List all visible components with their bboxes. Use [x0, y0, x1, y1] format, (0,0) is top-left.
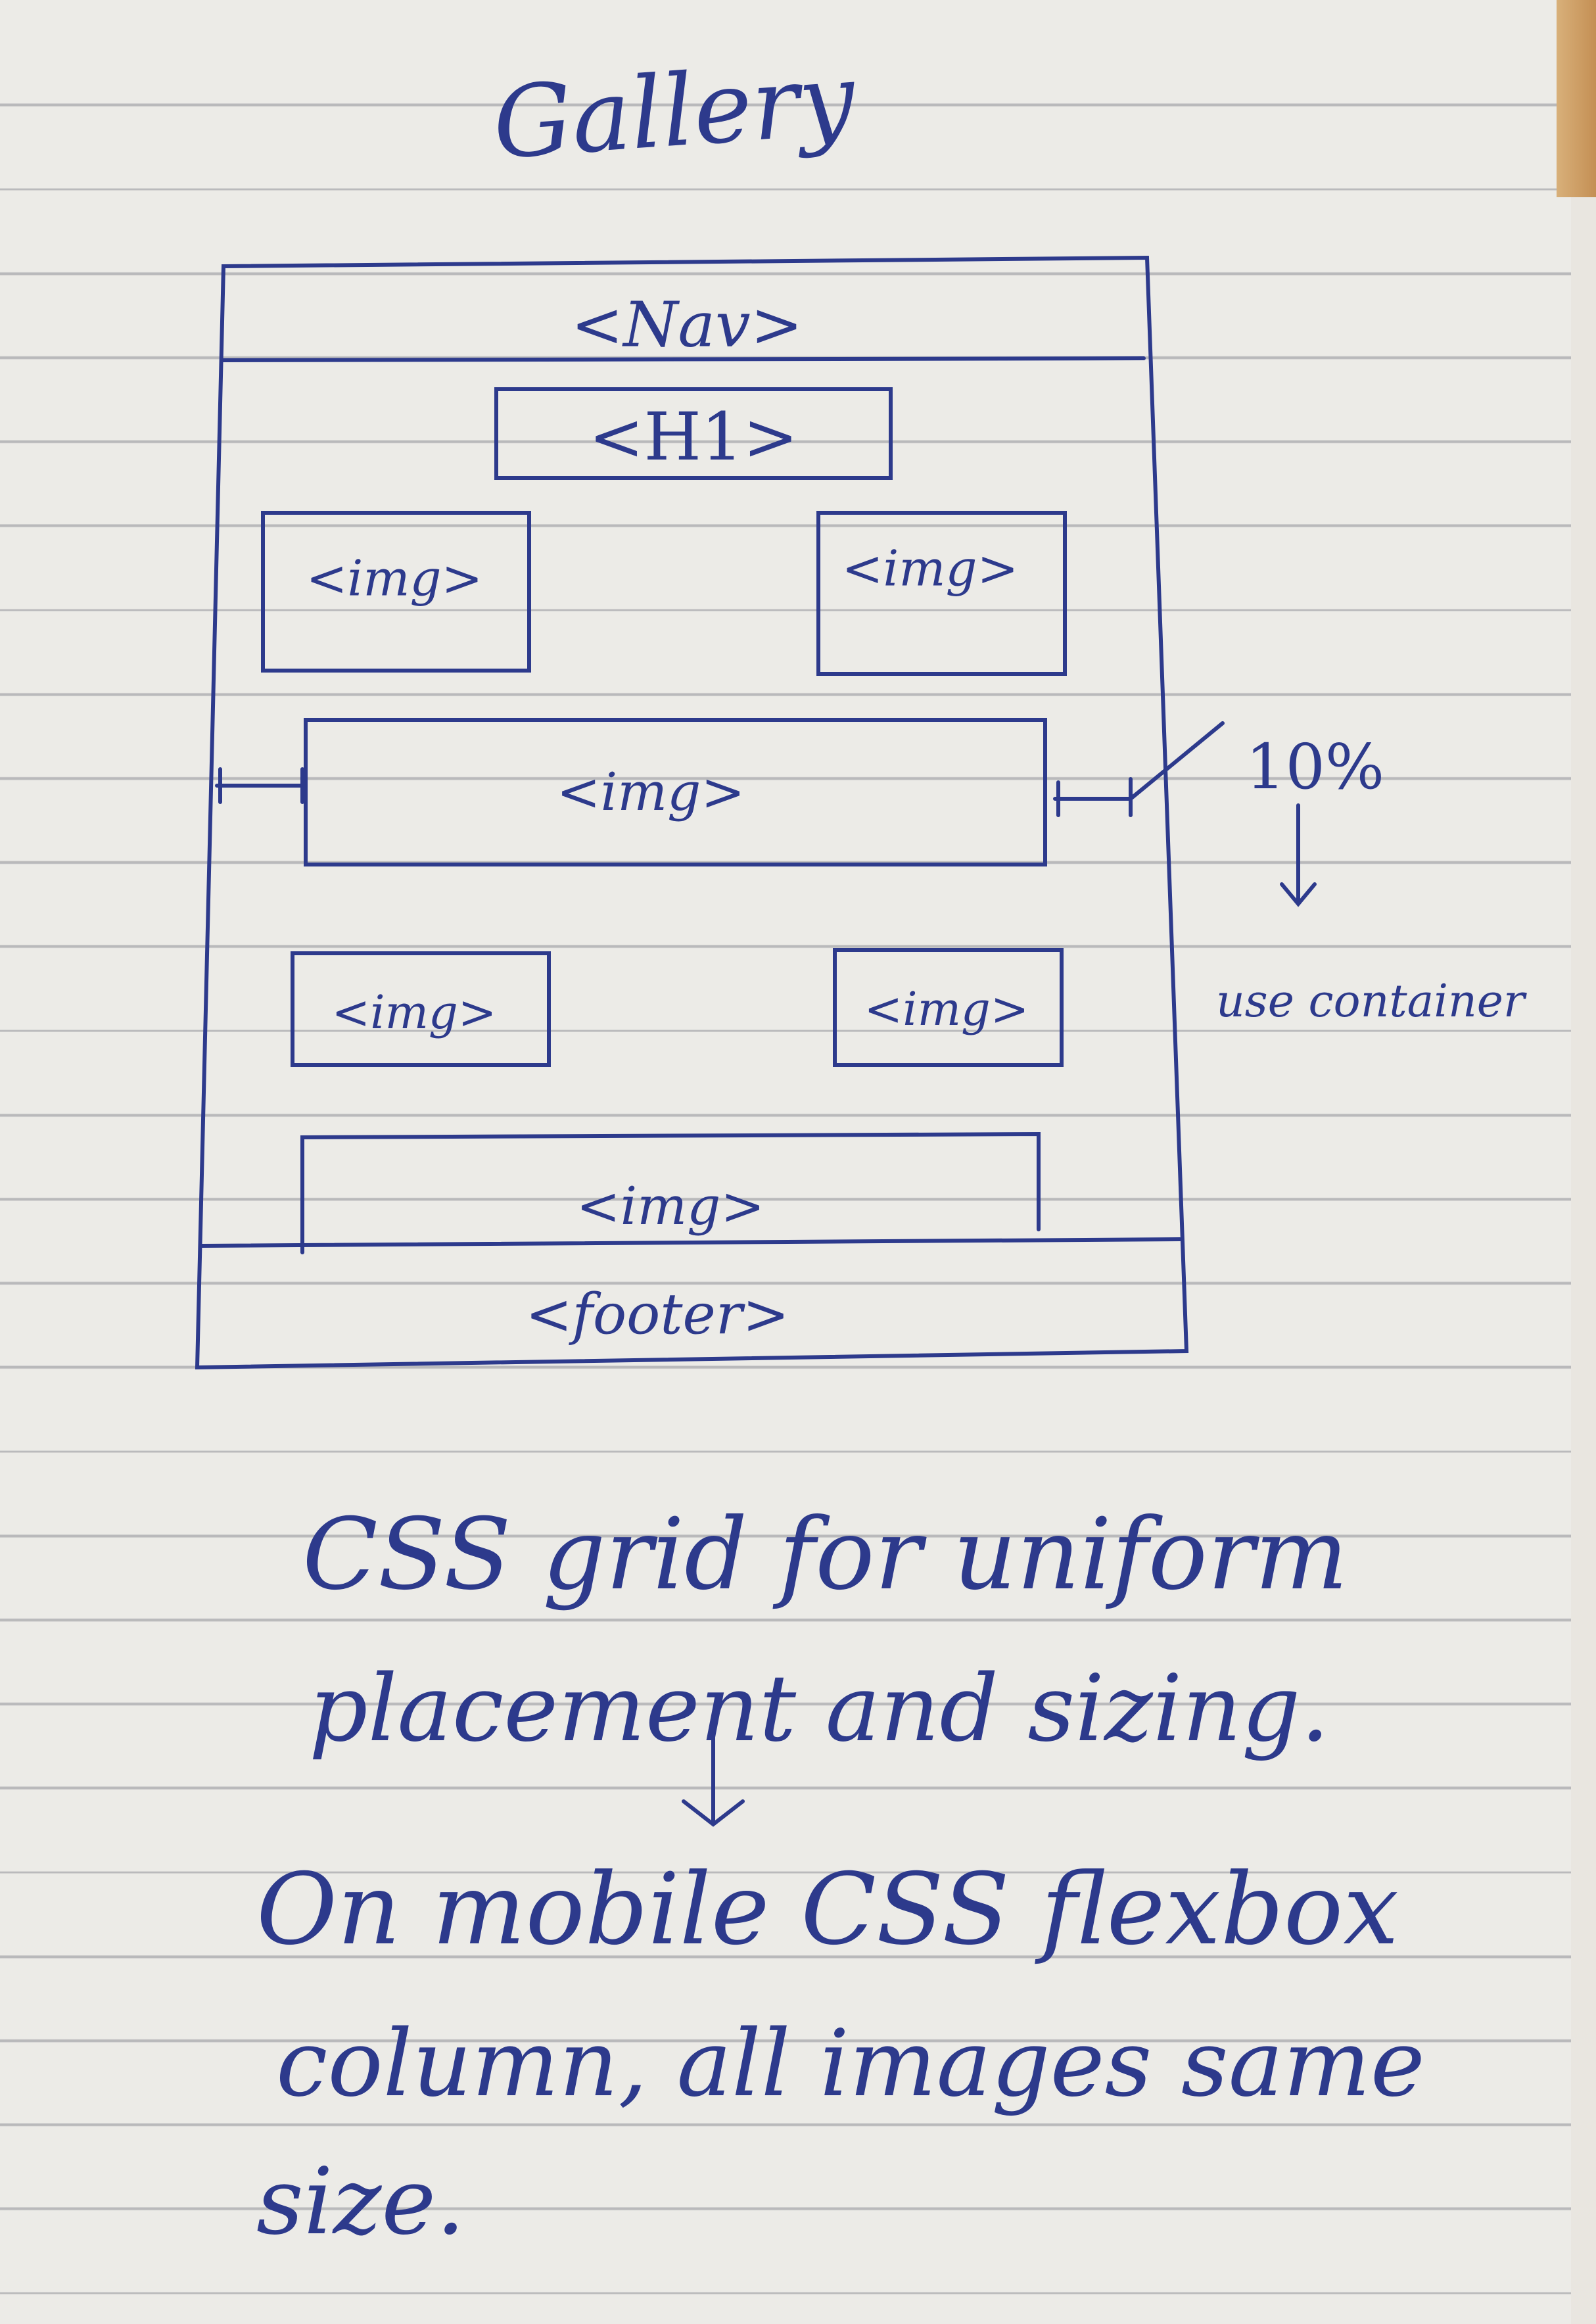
- container-note: use container: [1216, 976, 1525, 1028]
- page-title: Gallery: [489, 42, 858, 181]
- footer-divider: [199, 1237, 1182, 1248]
- img-top-right-label: <img>: [841, 539, 1019, 598]
- img-wide-2-label: <img>: [576, 1175, 765, 1237]
- img-wide-1-box: [304, 718, 1047, 866]
- margin-marker-left: [215, 767, 308, 804]
- img-top-right-box: [816, 511, 1067, 676]
- img-wide-1-label: <img>: [556, 761, 745, 822]
- img-mid-right-box: [833, 948, 1064, 1067]
- img-wide-2-box: [300, 1131, 1041, 1254]
- desk-edge: [1557, 0, 1596, 197]
- margin-marker-right: [1053, 777, 1133, 817]
- outer-frame: [195, 255, 1189, 1370]
- nav-label: <Nav>: [571, 289, 803, 362]
- down-arrow-1: [1280, 803, 1317, 907]
- note-line-3: On mobile CSS flexbox: [256, 1853, 1399, 1967]
- nav-divider: [222, 356, 1146, 362]
- annotation-leader: [1129, 721, 1225, 801]
- img-mid-left-box: [291, 951, 551, 1067]
- img-mid-left-label: <img>: [331, 985, 497, 1039]
- note-line-1: CSS grid for uniform: [302, 1498, 1348, 1612]
- margin-note: 10%: [1246, 731, 1385, 803]
- note-line-5: size.: [256, 2148, 465, 2256]
- down-arrow-2: [682, 1720, 745, 1827]
- h1-label: <H1>: [588, 398, 799, 475]
- footer-label: <footer>: [525, 1282, 789, 1348]
- h1-box: [494, 387, 893, 480]
- note-line-2: placement and sizing.: [309, 1655, 1330, 1763]
- img-top-left-label: <img>: [306, 549, 483, 607]
- note-line-4: column, all images same: [276, 2010, 1425, 2118]
- img-mid-right-label: <img>: [864, 982, 1029, 1036]
- img-top-left-box: [261, 511, 531, 673]
